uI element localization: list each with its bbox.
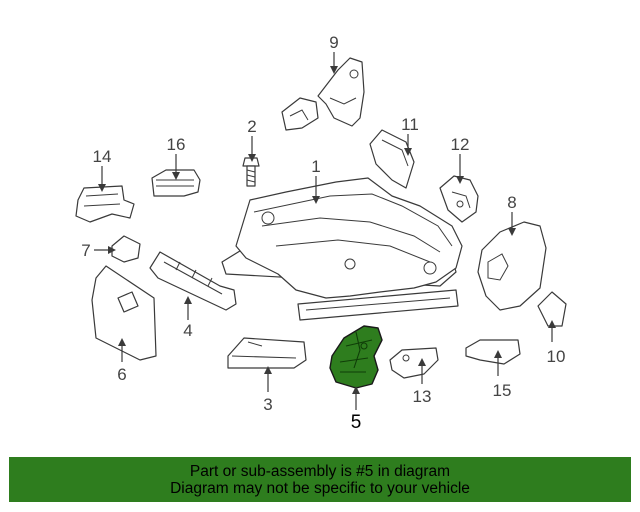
callout-13: 13 <box>413 387 432 406</box>
part-5-seat-switch[interactable] <box>329 325 383 389</box>
part-12-bracket[interactable] <box>439 175 479 223</box>
callout-4: 4 <box>183 321 192 340</box>
callout-2: 2 <box>247 117 256 136</box>
callout-16: 16 <box>167 135 186 154</box>
callout-15: 15 <box>493 381 512 400</box>
part-7-clip[interactable] <box>111 235 141 263</box>
part-13-trim-piece[interactable] <box>389 347 439 379</box>
info-banner: Part or sub-assembly is #5 in diagram Di… <box>9 457 631 502</box>
part-14-bracket[interactable] <box>75 185 135 223</box>
banner-line-disclaimer: Diagram may not be specific to your vehi… <box>170 479 470 497</box>
callout-10: 10 <box>547 347 566 366</box>
part-1-seat-track[interactable] <box>221 177 463 321</box>
callout-5: 5 <box>351 412 362 433</box>
callout-1: 1 <box>311 157 320 176</box>
callout-14: 14 <box>93 147 112 166</box>
part-8-shield[interactable] <box>477 221 547 311</box>
callout-9: 9 <box>329 33 338 52</box>
part-6-side-panel[interactable] <box>91 265 157 361</box>
parts-diagram: 1 2 3 4 5 6 7 8 9 10 11 12 13 14 15 16 <box>75 33 567 433</box>
callout-11: 11 <box>401 115 419 134</box>
part-3-module[interactable] <box>227 337 307 369</box>
callout-8: 8 <box>507 193 516 212</box>
part-11-cover[interactable] <box>369 129 415 189</box>
part-4-rail[interactable] <box>149 251 237 311</box>
callout-7: 7 <box>81 241 90 260</box>
part-15-trim-piece[interactable] <box>465 339 521 365</box>
callout-3: 3 <box>263 395 272 414</box>
part-9-bracket[interactable] <box>281 57 365 131</box>
part-2-bolt[interactable] <box>242 157 260 187</box>
part-10-cap[interactable] <box>537 291 567 327</box>
callout-6: 6 <box>117 365 126 384</box>
part-16-trim[interactable] <box>151 169 201 197</box>
callout-12: 12 <box>451 135 470 154</box>
banner-line-part: Part or sub-assembly is #5 in diagram <box>189 462 451 480</box>
